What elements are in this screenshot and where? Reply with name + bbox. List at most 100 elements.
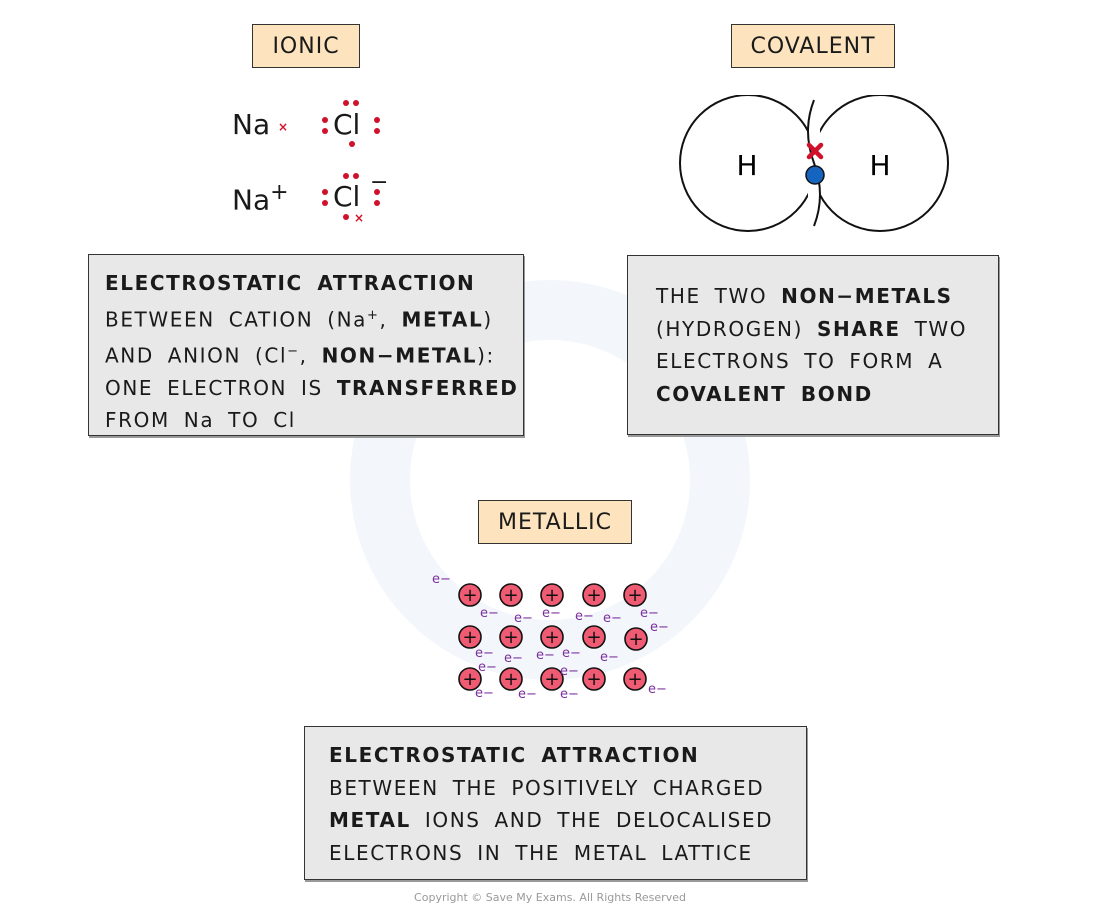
metal-ion: + (540, 625, 564, 649)
electron-dot (353, 173, 359, 179)
electron-dot (322, 117, 328, 123)
ionic-desc-line: ELECTROSTATIC ATTRACTION (105, 271, 476, 295)
transferred-electron-cross: × (354, 211, 365, 225)
text: NON−METALS (781, 284, 953, 308)
metal-ion: + (624, 627, 648, 651)
metal-ion: + (540, 667, 564, 691)
delocalised-electron: e− (560, 664, 579, 679)
covalent-description-box: THE TWO NON−METALS (HYDROGEN) SHARE TWO … (627, 255, 999, 435)
text: , (299, 343, 322, 368)
electron-dot (374, 117, 380, 123)
text: + (367, 307, 380, 323)
text: ) (483, 307, 493, 332)
delocalised-electron: e− (575, 609, 594, 624)
text: (HYDROGEN) (656, 316, 817, 341)
covalent-label: COVALENT (731, 24, 895, 68)
ionic-desc-line: FROM Na TO Cl (105, 408, 296, 433)
cl-ion-charge: − (370, 170, 389, 195)
metallic-desc-line: BETWEEN THE POSITIVELY CHARGED (329, 775, 765, 800)
metal-ion: + (458, 625, 482, 649)
ionic-desc-line: BETWEEN CATION (Na+, METAL) (105, 300, 523, 336)
svg-text:+: + (586, 669, 601, 690)
cl-ion: Cl (333, 180, 361, 213)
text: ): (477, 343, 495, 368)
ionic-description-box: ELECTROSTATIC ATTRACTION BETWEEN CATION … (88, 254, 524, 436)
text: NON−METAL (321, 343, 478, 368)
delocalised-electron: e− (648, 682, 667, 697)
text: TWO (900, 316, 968, 341)
covalent-desc-line: (HYDROGEN) SHARE TWO (656, 313, 998, 346)
text: IONS AND THE DELOCALISED (410, 808, 774, 832)
delocalised-electron: e− (478, 660, 497, 675)
text: ONE ELECTRON IS (105, 375, 337, 400)
metal-ion: + (582, 667, 606, 691)
ionic-desc-line: AND ANION (Cl−, NON−METAL): (105, 336, 523, 372)
svg-text:+: + (628, 629, 643, 650)
delocalised-electron: e− (480, 606, 499, 621)
delocalised-electron: e− (560, 687, 579, 702)
delocalised-electron: e− (475, 686, 494, 701)
overlap-line (807, 99, 821, 227)
metal-ion: + (458, 583, 482, 607)
metal-ion: + (623, 667, 647, 691)
text: − (287, 343, 300, 359)
metallic-desc-line: ELECTROSTATIC ATTRACTION (329, 743, 700, 767)
delocalised-electron: e− (475, 646, 494, 661)
shared-electron-cross (806, 142, 824, 160)
svg-text:+: + (627, 669, 642, 690)
delocalised-electron: e− (603, 611, 622, 626)
svg-text:+: + (586, 585, 601, 606)
electron-dot (322, 189, 328, 195)
delocalised-electron: e− (518, 687, 537, 702)
metal-ion: + (499, 583, 523, 607)
na-electron-cross: × (278, 120, 289, 134)
shared-electron-dot (805, 165, 825, 185)
electron-dot (322, 200, 328, 206)
text: METAL (329, 808, 411, 832)
covalent-diagram: H H (679, 95, 949, 232)
electron-dot (322, 128, 328, 134)
covalent-desc-line: COVALENT BOND (656, 381, 873, 406)
metal-ion: + (623, 583, 647, 607)
text: , (379, 307, 402, 332)
svg-text:+: + (462, 585, 477, 606)
svg-text:+: + (586, 627, 601, 648)
electron-dot (374, 200, 380, 206)
metal-ion: + (582, 625, 606, 649)
svg-text:+: + (503, 585, 518, 606)
delocalised-electron: e− (536, 648, 555, 663)
svg-text:+: + (627, 585, 642, 606)
metal-ion: + (499, 625, 523, 649)
copyright-notice: Copyright © Save My Exams. All Rights Re… (414, 891, 686, 904)
text: TRANSFERRED (336, 375, 519, 400)
electron-dot (374, 128, 380, 134)
na-atom: Na (232, 108, 271, 141)
svg-text:+: + (544, 669, 559, 690)
hydrogen-right-symbol: H (869, 149, 890, 182)
text: THE TWO (656, 284, 782, 308)
ionic-desc-line: ONE ELECTRON IS TRANSFERRED (105, 372, 523, 405)
na-ion: Na+ (232, 180, 289, 217)
text: METAL (401, 307, 484, 332)
delocalised-electron: e− (650, 620, 669, 635)
metallic-label: METALLIC (478, 500, 632, 544)
metallic-desc-line: ELECTRONS IN THE METAL LATTICE (329, 840, 753, 865)
svg-text:+: + (544, 585, 559, 606)
metallic-desc-line: METAL IONS AND THE DELOCALISED (329, 804, 806, 837)
text: BETWEEN CATION (Na (105, 307, 368, 332)
cl-atom: Cl (333, 108, 361, 141)
na-ion-charge: + (270, 180, 289, 205)
metallic-description-box: ELECTROSTATIC ATTRACTION BETWEEN THE POS… (304, 726, 807, 880)
svg-text:+: + (462, 627, 477, 648)
delocalised-electron: e− (514, 611, 533, 626)
metal-ion: + (582, 583, 606, 607)
text: SHARE (816, 316, 901, 341)
text: AND ANION (Cl (105, 343, 288, 368)
electron-dot (349, 141, 355, 147)
delocalised-electron: e− (640, 606, 659, 621)
delocalised-electron: e− (562, 646, 581, 661)
electron-dot (353, 100, 359, 106)
ionic-label: IONIC (252, 24, 360, 68)
svg-text:+: + (462, 669, 477, 690)
electron-dot (374, 189, 380, 195)
